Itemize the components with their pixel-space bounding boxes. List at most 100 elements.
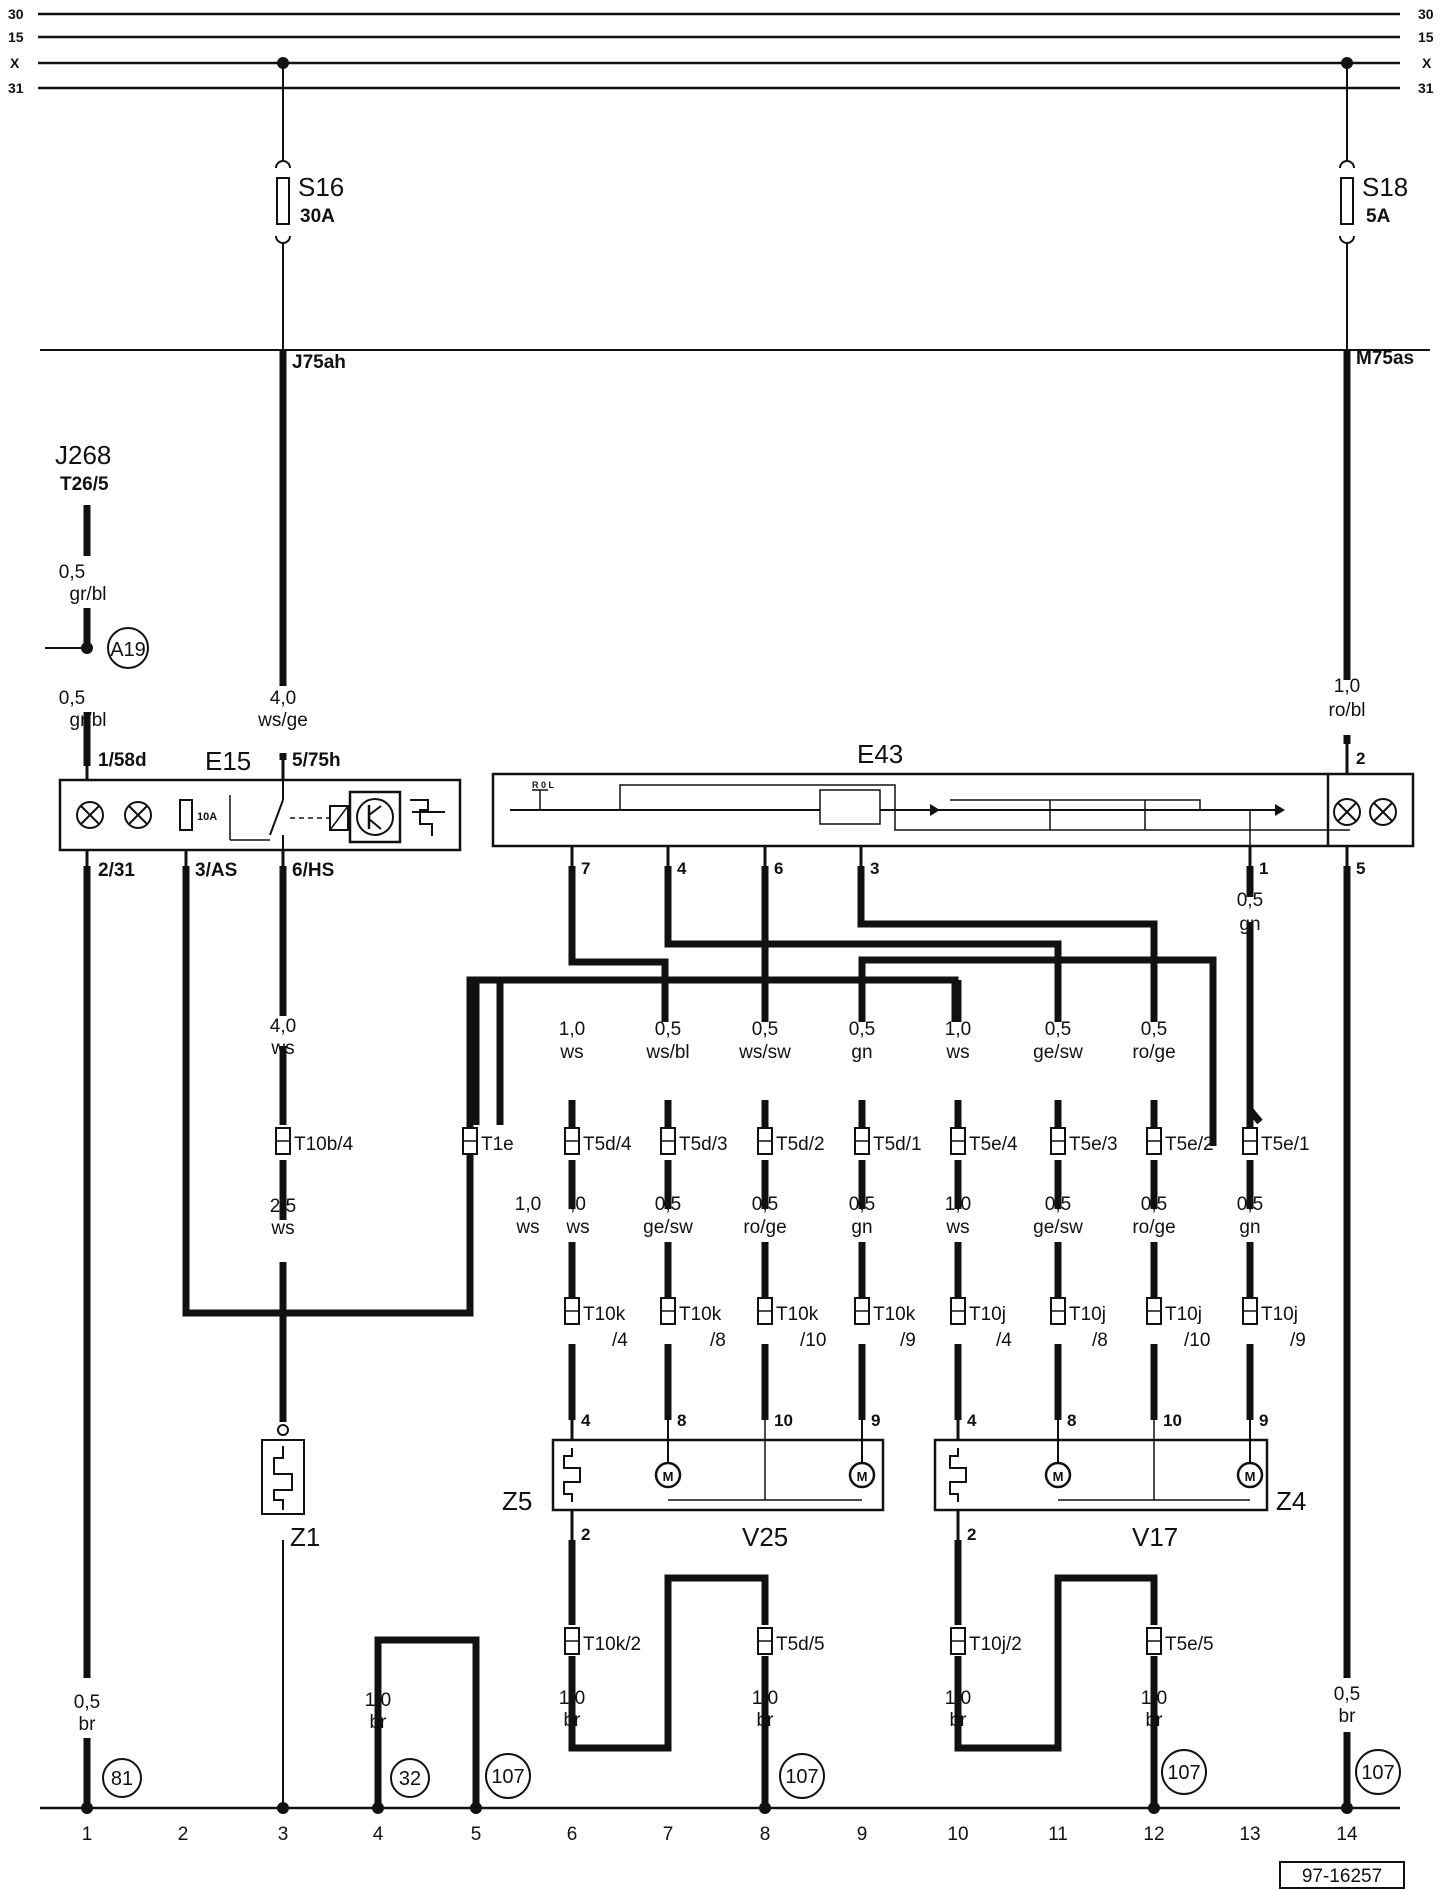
j268-label: J268 [55,440,111,470]
connector-t10j9: T10j/9 [1242,1297,1306,1351]
wire-lower-3-color: ro/ge [743,1217,786,1238]
bottom-number-13: 13 [1239,1824,1260,1845]
connector-t10k8-sub: /8 [710,1330,726,1351]
connector-t10k2: T10k/2 [564,1627,641,1655]
connector-t5d3: T5d/3 [660,1127,728,1155]
connector-t5d2-label: T5d/2 [776,1134,825,1155]
document-id-label: 97-16257 [1302,1866,1382,1887]
bottom-number-7: 7 [663,1824,674,1845]
ground-junctions [81,1802,1353,1814]
motor-icon: M [654,1461,682,1489]
ref-circles: 81 32 107 107 107 107 [102,1749,1401,1799]
wire-upper-4-color: gn [851,1042,872,1063]
wire-upper-5-size: 1,0 [945,1019,971,1040]
v25-label: V25 [742,1522,788,1552]
connector-t10j4: T10j/4 [950,1297,1012,1351]
connector-t10j9-label: T10j [1261,1304,1298,1325]
wire-labels-lower: 1,0 ws ,0 ws 0,5 ge/sw 0,5 ro/ge 0,5 gn … [515,1194,1263,1238]
connector-t10j10-sub: /10 [1184,1330,1210,1351]
connector-t10k4-sub: /4 [612,1330,628,1351]
connector-t10j9-sub: /9 [1290,1330,1306,1351]
bottom-number-10: 10 [947,1824,968,1845]
wire-t10b-size: 2,5 [270,1196,296,1217]
ref-107-b: 107 [785,1766,818,1788]
z5-pin-4: 4 [581,1411,591,1430]
svg-text:M: M [1245,1469,1256,1484]
wire-lower-3-size: 0,5 [752,1194,778,1215]
ref-107-c: 107 [1167,1762,1200,1784]
wire-s16-color: ws/ge [257,710,308,731]
wire-lower-7-size: 0,5 [1141,1194,1167,1215]
connector-t10j8: T10j/8 [1050,1297,1108,1351]
connector-t5e3: T5e/3 [1050,1127,1118,1155]
z5-pin-9: 9 [871,1411,880,1430]
wire-t1e-size: 1,0 [515,1194,541,1215]
e43-pin-6: 6 [774,859,783,878]
connector-t5e2: T5e/2 [1146,1127,1214,1155]
ground-wire-1-size: 0,5 [74,1692,100,1713]
connector-t5e1-label: T5e/1 [1261,1134,1310,1155]
wire-upper-3-color: ws/sw [738,1042,791,1063]
connector-t5e2-label: T5e/2 [1165,1134,1214,1155]
wire-j268-size-bottom: 0,5 [59,688,85,709]
ref-107-d: 107 [1361,1762,1394,1784]
e15-label: E15 [205,746,251,776]
connector-t10k10: T10k/10 [757,1297,826,1351]
wire-lower-5-size: 1,0 [945,1194,971,1215]
wire-e43-pin1-size: 0,5 [1237,890,1263,911]
wire-upper-5-color: ws [945,1042,969,1063]
bulb-icon [1333,798,1361,826]
ground-wire-2-color: br [370,1712,388,1733]
wire-lower-7-color: ro/ge [1132,1217,1175,1238]
ground-wire-5-color: br [950,1710,968,1731]
wire-e43-pin1-color: gn [1239,914,1260,935]
e15-pin-2-31: 2/31 [98,860,135,881]
connector-row-1: T10b/4 T1e T5d/4 T5d/3 T5d/2 T5d/1 T5e/4… [275,1127,1310,1155]
wire-j268-color-top: gr/bl [70,584,107,605]
connector-t10k4: T10k/4 [564,1297,628,1351]
fuse-s16-rating: 30A [300,206,335,227]
connector-t5d4-label: T5d/4 [583,1134,632,1155]
j268-pin: T26/5 [60,474,109,495]
connector-t10j10-label: T10j [1165,1304,1202,1325]
document-id: 97-16257 [1279,1861,1405,1889]
z1-label: Z1 [290,1522,320,1552]
connector-t5e3-label: T5e/3 [1069,1134,1118,1155]
bottom-numbers: 1 2 3 4 5 6 7 8 9 10 11 12 13 14 [82,1824,1358,1845]
wire-upper-7-color: ro/ge [1132,1042,1175,1063]
fuse-s16-label: S16 [298,172,344,202]
e43-pin-1: 1 [1259,859,1268,878]
e15-pin-5-75h: 5/75h [292,750,341,771]
e15-fuse-rating: 10A [197,811,217,823]
wires-thick [83,350,1351,1808]
rail-label-x-right: X [1422,55,1432,71]
z5-v25-module: M M 4 8 10 9 2 Z5 V25 [502,1411,885,1552]
ground-wire-7-size: 0,5 [1334,1684,1360,1705]
connector-t10j8-sub: /8 [1092,1330,1108,1351]
wire-s18-size: 1,0 [1334,676,1360,697]
fuse-s18: S18 5A [1339,63,1408,350]
e43-pin-2: 2 [1356,749,1365,768]
z5-pin-8: 8 [677,1411,686,1430]
connector-t5e1: T5e/1 [1242,1127,1310,1155]
z5-pin-10: 10 [774,1411,793,1430]
bulb-icon [124,801,152,829]
rail-label-15-right: 15 [1418,29,1434,45]
motor-icon: M [1236,1461,1264,1489]
fuse-s18-label: S18 [1362,172,1408,202]
ref-32: 32 [399,1768,421,1790]
fuse-icon [179,799,193,831]
connector-t5e5-label: T5e/5 [1165,1634,1214,1655]
bulb-icon [1369,798,1397,826]
j268-block: J268 T26/5 0,5 gr/bl A19 0,5 gr/bl [45,440,149,731]
terminal-j75ah: J75ah [292,352,346,373]
connector-t10k4-label: T10k [583,1304,626,1325]
rail-label-15-left: 15 [8,29,24,45]
v17-label: V17 [1132,1522,1178,1552]
connector-t10j10: T10j/10 [1146,1297,1210,1351]
fuse-s18-rating: 5A [1366,206,1391,227]
ground-wire-6-size: 1,0 [1141,1688,1167,1709]
wire-e15-hs-color: ws [270,1038,294,1059]
wire-upper-3-size: 0,5 [752,1019,778,1040]
wire-upper-6-size: 0,5 [1045,1019,1071,1040]
